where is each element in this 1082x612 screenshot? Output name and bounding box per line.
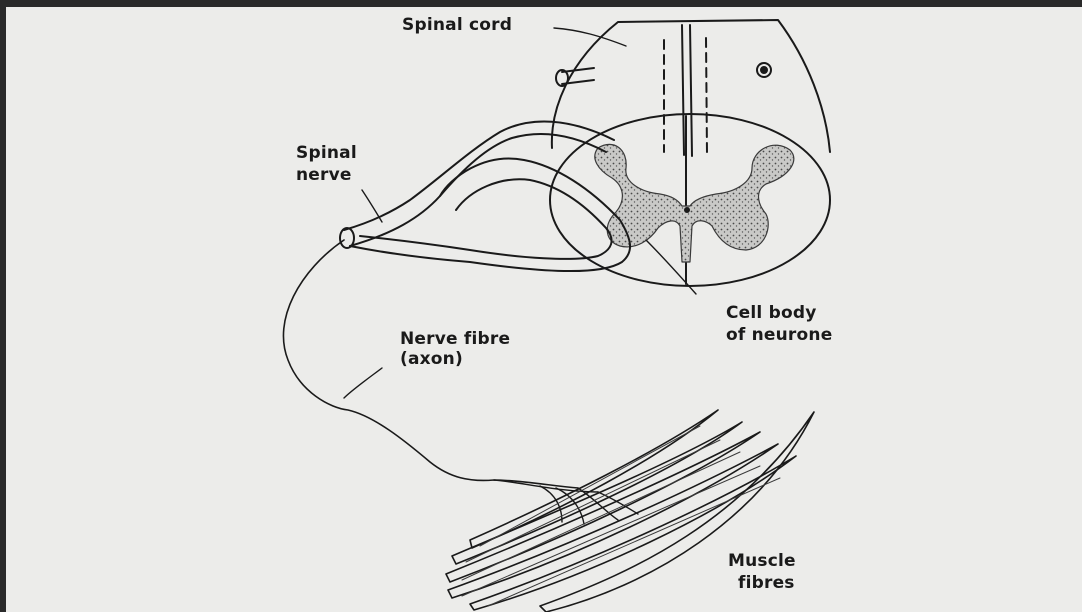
dorsal-column-line-right xyxy=(706,38,707,154)
label-spinal-nerve-line2: nerve xyxy=(296,165,352,185)
spinal-nerve xyxy=(340,122,630,272)
label-cell-body-line2: of neurone xyxy=(726,325,832,345)
label-nerve-fibre-line2: (axon) xyxy=(400,349,463,369)
leader-spinal-cord xyxy=(554,28,626,46)
label-muscle-line2: fibres xyxy=(738,573,795,593)
leader-spinal-nerve xyxy=(362,190,382,222)
label-cell-body-line1: Cell body xyxy=(726,303,816,323)
spinal-nerve-cut-end xyxy=(340,228,354,248)
label-spinal-nerve-line1: Spinal xyxy=(296,143,357,163)
label-muscle-line1: Muscle xyxy=(728,551,796,571)
ventral-root-loop xyxy=(350,159,630,272)
grey-matter xyxy=(595,144,794,262)
labels: Spinal cord Spinal nerve Cell body of ne… xyxy=(296,15,832,593)
label-spinal-cord: Spinal cord xyxy=(402,15,512,35)
leader-nerve-fibre xyxy=(344,368,382,398)
label-nerve-fibre-line1: Nerve fibre xyxy=(400,329,510,349)
muscle-fibre xyxy=(448,444,778,598)
